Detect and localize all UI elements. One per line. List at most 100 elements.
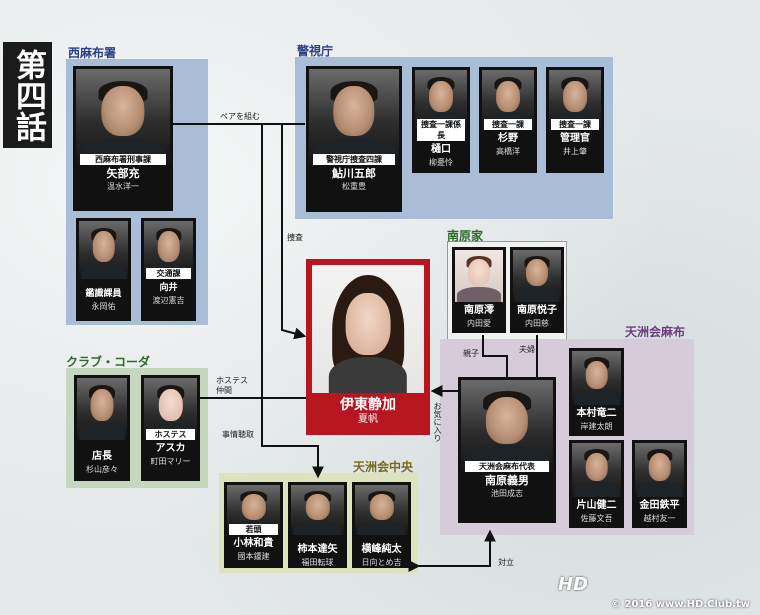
character-card-kimura[interactable]: 本村竜二 岸建太朗 [569, 348, 624, 436]
character-name: 南原義男 [485, 474, 529, 487]
group-title-keishicho: 警視庁 [297, 44, 334, 58]
character-photo [572, 443, 621, 497]
group-title-nanbara: 南原家 [447, 229, 484, 243]
character-card-etsuko[interactable]: 南原悦子 内田慈 [510, 247, 564, 333]
character-card-yokomine[interactable]: 横峰純太 日向とめ吉 [352, 482, 411, 568]
character-photo [572, 351, 621, 405]
line-oyako [482, 335, 508, 380]
character-name: 鑑識課員 [85, 289, 122, 299]
character-name: 樋口 [431, 144, 451, 155]
actor-name: 福田転球 [301, 558, 334, 567]
actor-name: 松重豊 [342, 182, 366, 191]
role-tag: 警視庁捜査四課 [312, 154, 396, 165]
line-sousa [281, 124, 307, 340]
character-name: 店長 [92, 451, 112, 462]
actor-name: 井上肇 [563, 147, 587, 156]
character-name: 片山健二 [576, 500, 617, 511]
character-card-kanrikan[interactable]: 捜査一課 管理官 井上肇 [546, 67, 604, 173]
character-card-kanshiki[interactable]: 鑑識課員 永岡佑 [76, 218, 131, 321]
character-name: 金田鉄平 [639, 500, 680, 511]
character-card-tencho[interactable]: 店長 杉山彦々 [74, 375, 130, 481]
watermark: © 2016 www.HD.Club.tw [611, 599, 750, 610]
rel-oyako: 親子 [463, 349, 479, 358]
line-tairitsu [408, 529, 496, 572]
character-name: 伊東静加 [340, 397, 396, 413]
actor-name: 高橋洋 [496, 147, 520, 156]
actor-name: 日向とめ吉 [361, 558, 402, 567]
role-tag: 捜査一課係長 [417, 119, 465, 141]
group-title-club: クラブ・コーダ [66, 355, 151, 369]
group-title-nishiazabu: 西麻布署 [68, 46, 117, 60]
actor-name: 國本鍾建 [237, 552, 270, 561]
character-photo [455, 250, 503, 302]
role-tag: 捜査一課 [551, 119, 599, 130]
character-card-yabe[interactable]: 西麻布署刑事課 矢部充 温水洋一 [73, 66, 173, 211]
actor-name: 佐藤文吾 [580, 514, 613, 523]
rel-hostess-2: 仲間 [216, 386, 232, 395]
character-name: 杉野 [498, 133, 518, 144]
actor-name: 内田慈 [525, 319, 549, 328]
character-card-kobayashi[interactable]: 若頭 小林和貴 國本鍾建 [224, 482, 283, 568]
character-card-yoshio[interactable]: 天洲会麻布代表 南原義男 池田成志 [458, 377, 556, 523]
actor-name: 内田愛 [467, 319, 491, 328]
character-card-kakimoto[interactable]: 柿本達矢 福田転球 [288, 482, 347, 568]
actor-name: 岸建太朗 [580, 422, 613, 431]
character-name: 南原澪 [464, 305, 494, 316]
actor-name: 永岡佑 [91, 302, 116, 311]
rel-sousa: 捜査 [287, 233, 303, 242]
line-jijou [261, 124, 324, 479]
character-photo [79, 221, 128, 279]
character-name: 南原悦子 [517, 305, 557, 316]
role-tag: 西麻布署刑事課 [79, 154, 167, 165]
character-card-katayama[interactable]: 片山健二 佐藤文吾 [569, 440, 624, 528]
character-card-mukai[interactable]: 交通課 向井 渡辺憲吉 [141, 218, 196, 321]
character-photo [76, 69, 170, 165]
actor-name: 渡辺憲吉 [152, 296, 185, 305]
episode-label: 第四話 [3, 42, 52, 148]
character-photo [355, 485, 408, 535]
character-name: 本村竜二 [576, 408, 617, 419]
actor-name: 池田成志 [491, 489, 523, 498]
actor-name: 夏帆 [358, 414, 378, 425]
role-tag: 若頭 [229, 524, 278, 535]
character-photo [635, 443, 684, 497]
character-name: 柿本達矢 [297, 544, 338, 555]
hdclub-logo: HD [558, 574, 589, 595]
character-photo [77, 378, 127, 440]
character-card-kaneda[interactable]: 金田鉄平 越村友一 [632, 440, 687, 528]
character-name: 管理官 [560, 133, 590, 144]
actor-name: 温水洋一 [107, 182, 139, 191]
character-name: 鮎川五郎 [332, 167, 376, 180]
role-tag: 捜査一課 [484, 119, 532, 130]
role-tag: 天洲会麻布代表 [464, 461, 550, 472]
rel-fuufu: 夫婦 [519, 345, 535, 354]
role-tag: 交通課 [145, 268, 192, 279]
character-card-asuka[interactable]: ホステス アスカ 町田マリー [141, 375, 200, 481]
group-title-tenshu-azabu: 天洲会麻布 [625, 325, 686, 339]
rel-hostess-1: ホステス [216, 376, 248, 385]
rel-pair: ペアを組む [220, 112, 260, 121]
character-photo [291, 485, 344, 535]
main-character-card[interactable]: 伊東静加 夏帆 [306, 259, 430, 435]
character-card-higuchi[interactable]: 捜査一課係長 樋口 柳憂怜 [412, 67, 470, 173]
actor-name: 越村友一 [643, 514, 676, 523]
character-name: 向井 [159, 283, 178, 293]
character-photo [513, 250, 561, 302]
character-card-mio[interactable]: 南原澪 内田愛 [452, 247, 506, 333]
character-card-sugino[interactable]: 捜査一課 杉野 高橋洋 [479, 67, 537, 173]
character-name: 矢部充 [106, 167, 140, 180]
role-tag: ホステス [146, 429, 195, 440]
character-name: アスカ [155, 443, 186, 454]
character-photo [309, 69, 399, 165]
character-photo [461, 380, 553, 472]
character-name: 小林和貴 [233, 538, 274, 549]
main-character-photo [312, 265, 424, 393]
rel-tairitsu: 対立 [498, 558, 514, 567]
actor-name: 町田マリー [150, 457, 191, 466]
rel-jijou: 事情聴取 [222, 430, 254, 439]
group-title-tenshu-chuo: 天洲会中央 [353, 460, 414, 474]
actor-name: 杉山彦々 [86, 465, 118, 474]
character-card-ayukawa[interactable]: 警視庁捜査四課 鮎川五郎 松重豊 [306, 66, 402, 212]
actor-name: 柳憂怜 [429, 158, 453, 167]
